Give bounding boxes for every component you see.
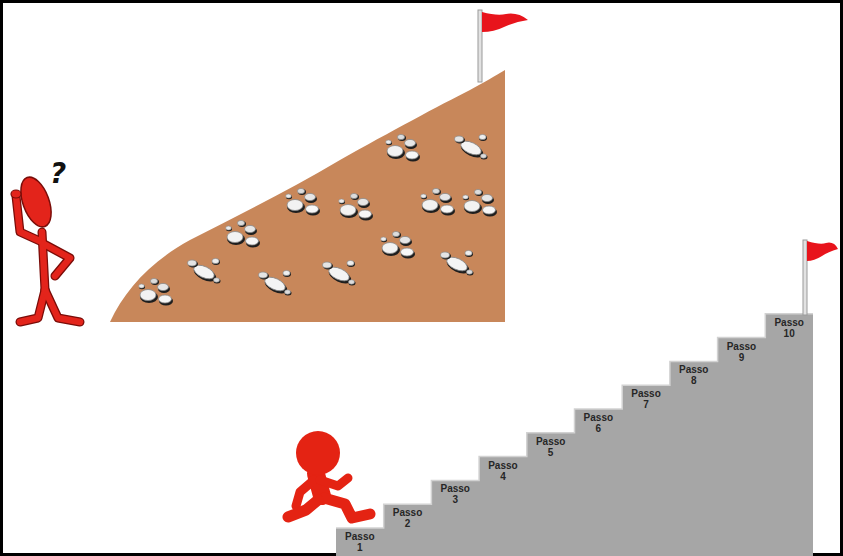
flag-pole [803,240,807,315]
stair-step: Passo 6 [575,412,623,434]
step-edge [336,314,813,528]
stair-step: Passo 8 [670,364,718,386]
step-label: Passo 1 [345,531,374,553]
step-label: Passo 10 [774,317,803,339]
flag-pole [478,10,482,82]
stair-step: Passo 9 [718,341,766,363]
stair-step: Passo 3 [431,483,479,505]
stair-step: Passo 1 [336,531,384,553]
running-figure [288,431,370,518]
step-label: Passo 8 [679,364,708,386]
step-label: Passo 2 [393,507,422,529]
step-label: Passo 5 [536,436,565,458]
step-label: Passo 6 [584,412,613,434]
stair-step: Passo 10 [765,317,813,339]
step-label: Passo 3 [441,483,470,505]
rocky-hill [110,70,505,322]
confused-figure [11,173,80,322]
flag [807,241,838,261]
flag [482,12,528,32]
stair-step: Passo 4 [479,460,527,482]
step-label: Passo 7 [631,388,660,410]
stair-step: Passo 5 [527,436,575,458]
step-label: Passo 9 [727,341,756,363]
rocks [139,134,497,305]
stair-step: Passo 7 [622,388,670,410]
question-mark: ? [50,160,66,188]
staircase [336,314,813,556]
stair-step: Passo 2 [384,507,432,529]
step-label: Passo 4 [488,460,517,482]
